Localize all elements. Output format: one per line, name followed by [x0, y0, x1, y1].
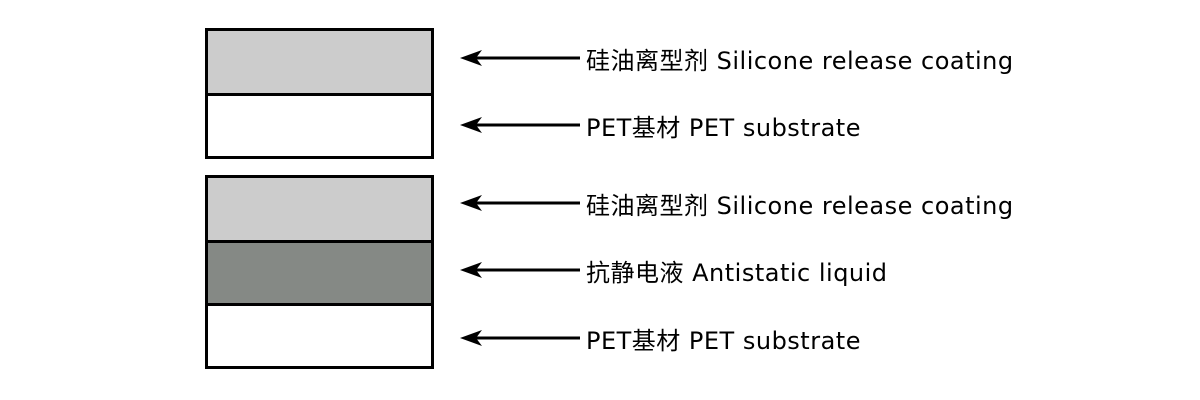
- left-arrow-icon: [460, 262, 580, 278]
- callout-antistatic-2: 抗静电液 Antistatic liquid: [460, 250, 888, 290]
- left-arrow-icon: [460, 330, 580, 346]
- pet-substrate-layer: [208, 93, 431, 156]
- layer-label: PET基材 PET substrate: [586, 113, 861, 142]
- two-layer-stack: [205, 28, 434, 159]
- layer-label: PET基材 PET substrate: [586, 326, 861, 355]
- layer-label: 抗静电液 Antistatic liquid: [586, 258, 888, 287]
- antistatic-liquid-layer: [208, 240, 431, 303]
- callout-silicone-2: 硅油离型剂 Silicone release coating: [460, 183, 1014, 223]
- callout-silicone-1: 硅油离型剂 Silicone release coating: [460, 38, 1014, 78]
- callout-pet-2: PET基材 PET substrate: [460, 318, 861, 358]
- layer-label: 硅油离型剂 Silicone release coating: [586, 46, 1014, 75]
- left-arrow-icon: [460, 117, 580, 133]
- left-arrow-icon: [460, 50, 580, 66]
- callout-pet-1: PET基材 PET substrate: [460, 105, 861, 145]
- three-layer-stack: [205, 175, 434, 369]
- layer-label: 硅油离型剂 Silicone release coating: [586, 191, 1014, 220]
- left-arrow-icon: [460, 195, 580, 211]
- pet-substrate-layer: [208, 303, 431, 366]
- silicone-release-coating-layer: [208, 178, 431, 240]
- silicone-release-coating-layer: [208, 31, 431, 93]
